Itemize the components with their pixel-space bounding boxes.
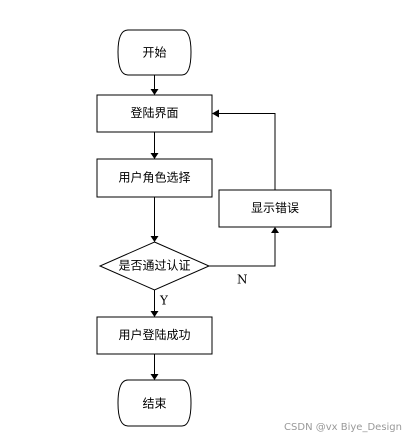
end-label: 结束 bbox=[142, 397, 166, 411]
login-screen-node: 登陆界面 bbox=[96, 94, 213, 133]
edge-role-to-decision bbox=[150, 197, 159, 242]
start-label: 开始 bbox=[142, 46, 166, 60]
auth-decision-node: 是否通过认证 bbox=[98, 241, 211, 291]
login-success-node: 用户登陆成功 bbox=[96, 316, 213, 355]
end-node: 结束 bbox=[117, 379, 192, 427]
edge-success-to-end bbox=[150, 354, 159, 380]
edge-decision-no: N bbox=[209, 227, 279, 287]
role-select-node: 用户角色选择 bbox=[96, 158, 213, 198]
no-label: N bbox=[237, 273, 248, 287]
role-select-label: 用户角色选择 bbox=[118, 170, 190, 185]
start-node: 开始 bbox=[117, 29, 192, 76]
yes-label: Y bbox=[159, 294, 169, 308]
watermark-text: CSDN @vx Biye_Design bbox=[284, 422, 402, 433]
edge-start-to-login bbox=[150, 75, 159, 95]
show-error-node: 显示错误 bbox=[218, 189, 332, 228]
edge-login-to-role bbox=[150, 132, 159, 159]
show-error-label: 显示错误 bbox=[251, 201, 299, 215]
login-success-label: 用户登陆成功 bbox=[118, 327, 190, 342]
login-screen-label: 登陆界面 bbox=[130, 105, 178, 120]
edge-decision-yes: Y bbox=[150, 290, 169, 317]
auth-decision-label: 是否通过认证 bbox=[118, 259, 190, 273]
edge-error-to-login bbox=[212, 109, 276, 190]
